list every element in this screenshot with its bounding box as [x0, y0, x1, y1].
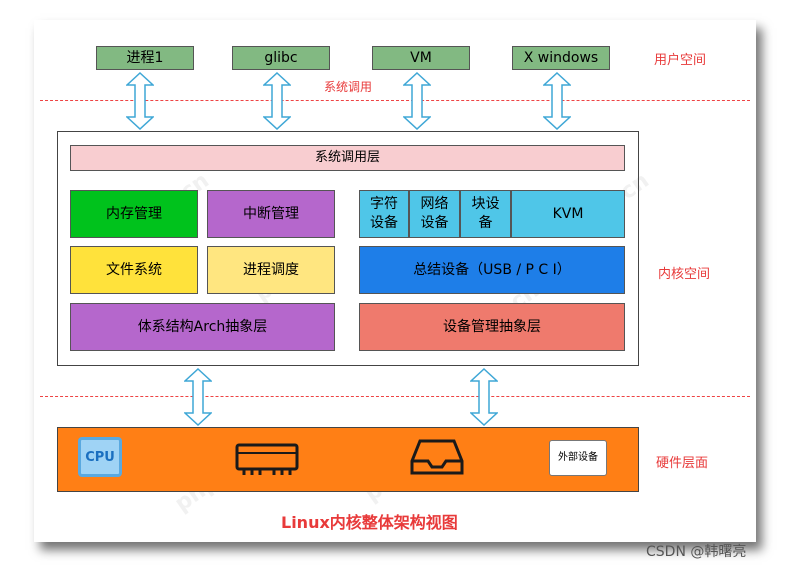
double-arrow	[184, 368, 212, 426]
network-device: 网络 设备	[409, 190, 460, 238]
interrupt-management: 中断管理	[207, 190, 335, 238]
csdn-credit: CSDN @韩曙亮	[646, 544, 747, 560]
double-arrow	[126, 72, 154, 130]
cpu-label: CPU	[85, 449, 115, 465]
double-arrow	[263, 72, 291, 130]
hardware-layer	[57, 427, 639, 492]
block-device: 块设 备	[460, 190, 511, 238]
external-device: 外部设备	[549, 440, 607, 476]
user-box-glibc: glibc	[232, 46, 330, 70]
user-box-process1: 进程1	[96, 46, 194, 70]
divider-user-kernel	[40, 100, 750, 101]
double-arrow	[403, 72, 431, 130]
bus-devices: 总结设备（USB / P C I）	[359, 246, 625, 294]
disk-drive-icon	[410, 439, 464, 475]
cpu-icon: CPU	[78, 437, 122, 477]
char-device: 字符 设备	[359, 190, 409, 238]
memory-management: 内存管理	[70, 190, 198, 238]
file-system: 文件系统	[70, 246, 198, 294]
arch-abstraction-layer: 体系结构Arch抽象层	[70, 303, 335, 351]
diagram-title: Linux内核整体架构视图	[281, 513, 458, 532]
kernel-frame	[57, 131, 639, 366]
kvm: KVM	[511, 190, 625, 238]
process-scheduler: 进程调度	[207, 246, 335, 294]
kernel-space-label: 内核空间	[658, 267, 711, 282]
user-space-label: 用户空间	[654, 53, 707, 68]
syscall-layer: 系统调用层	[70, 145, 625, 171]
divider-kernel-hardware	[40, 396, 750, 397]
memory-stick-icon	[235, 443, 299, 475]
hardware-label: 硬件层面	[656, 456, 709, 471]
user-box-xwindows: X windows	[512, 46, 610, 70]
syscall-label: 系统调用	[324, 80, 373, 94]
device-management-layer: 设备管理抽象层	[359, 303, 625, 351]
double-arrow	[470, 368, 498, 426]
user-box-vm: VM	[372, 46, 470, 70]
double-arrow	[543, 72, 571, 130]
